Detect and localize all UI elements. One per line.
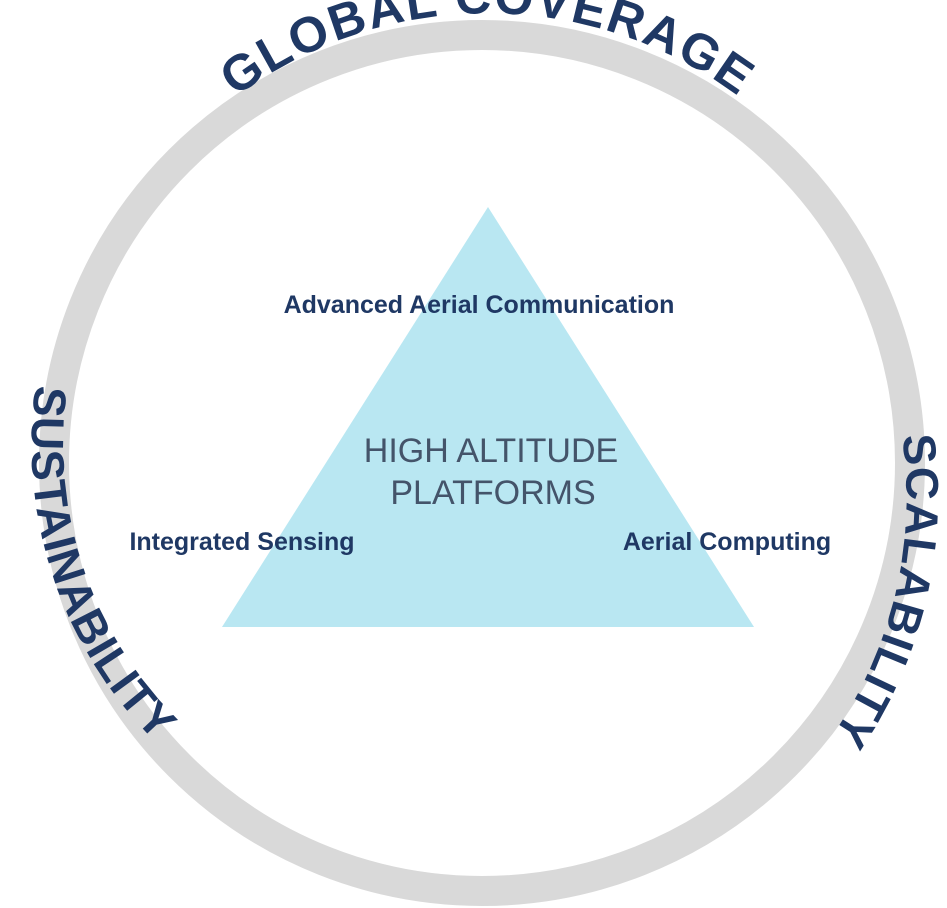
ring-label-right-path: SCALABILITY [824, 431, 947, 758]
center-label-line2: PLATFORMS [390, 474, 595, 512]
outer-ring [39, 20, 925, 906]
pillar-left-label: Integrated Sensing [129, 528, 354, 556]
pillar-top-label: Advanced Aerial Communication [284, 291, 675, 319]
ring-label-left: SUSTAINABILITY [21, 384, 187, 750]
pillar-right-label: Aerial Computing [623, 528, 831, 556]
center-label-line1: HIGH ALTITUDE [364, 432, 618, 470]
central-triangle [222, 207, 754, 627]
ring-label-right: SCALABILITY [824, 431, 947, 758]
ring-label-left-path: SUSTAINABILITY [21, 384, 186, 750]
